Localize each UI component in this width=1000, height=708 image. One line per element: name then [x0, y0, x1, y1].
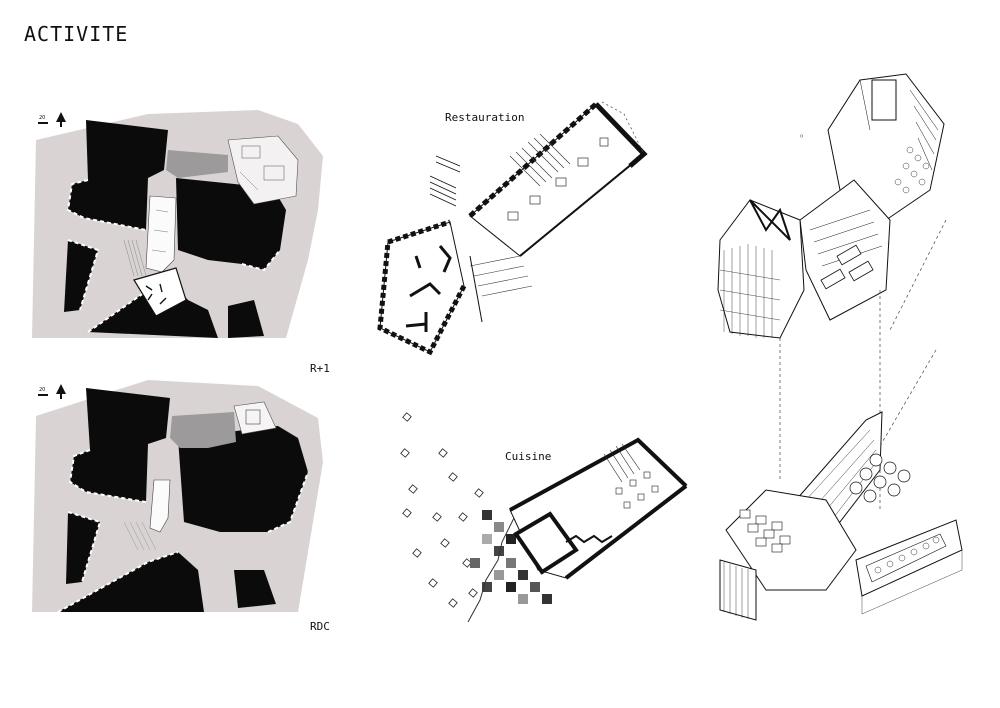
restaurant-plan-drawing: [377, 101, 648, 356]
axonometric-upper: ⁰: [710, 70, 970, 350]
restaurant-plan-sketch: [370, 96, 670, 366]
page-title: ACTIVITE: [24, 22, 129, 46]
site-plan-upper-drawing: 20: [32, 110, 323, 338]
axonometric-lower: [716, 349, 980, 626]
site-plan-ground: 20: [28, 372, 348, 616]
svg-text:20: 20: [39, 387, 45, 393]
kitchen-plan-sketch: [390, 410, 700, 632]
kitchen-plan-drawing: [400, 412, 688, 623]
site-plan-ground-drawing: 20: [32, 380, 323, 613]
svg-text:⁰: ⁰: [800, 133, 803, 142]
svg-text:20: 20: [39, 115, 45, 121]
axonometric-upper-drawing: ⁰: [717, 73, 947, 350]
drawing-label-upper: Restauration: [445, 111, 525, 124]
scale-bar-icon: 20: [38, 115, 48, 124]
drawing-label-lower: Cuisine: [505, 450, 552, 463]
site-plan-upper: 20: [28, 100, 348, 340]
north-arrow-icon: [56, 384, 66, 399]
scale-bar-icon: 20: [38, 387, 48, 396]
axonometric-lower-drawing: [719, 349, 963, 621]
north-arrow-icon: [56, 112, 66, 127]
plan-label-upper: R+1: [310, 362, 330, 375]
plan-label-ground: RDC: [310, 620, 330, 633]
